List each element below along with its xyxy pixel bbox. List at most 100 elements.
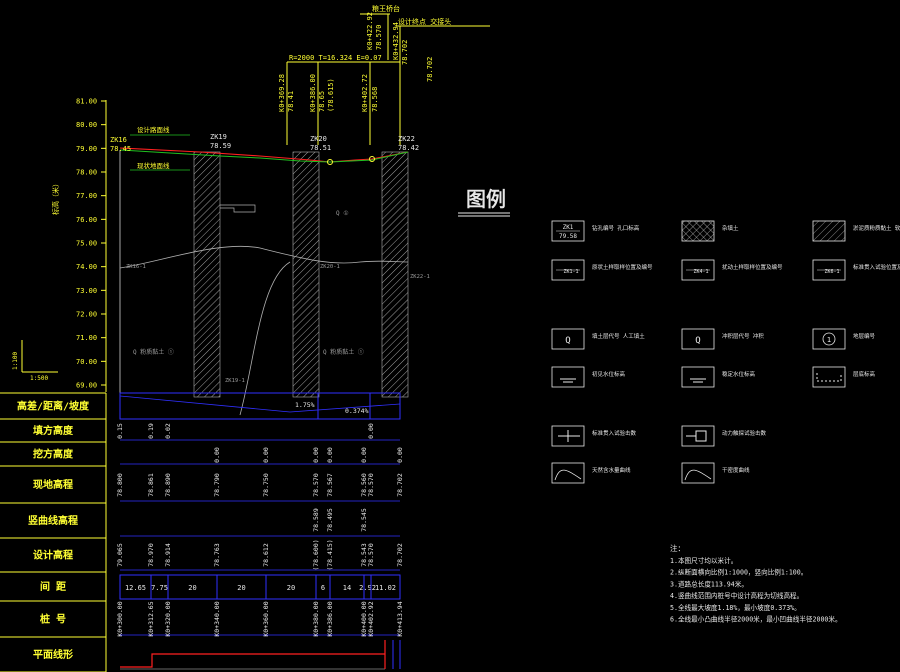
table-row-label: 桩 号	[40, 613, 66, 626]
spacing-value: 6	[321, 584, 325, 592]
spacing-value: 20	[188, 584, 196, 592]
elev-tick-label: 74.00	[76, 263, 97, 271]
design-elev-value: 78.763	[213, 543, 221, 567]
existing-elev-value: 78.570	[367, 473, 375, 497]
svg-text:ZK19-1: ZK19-1	[225, 378, 245, 384]
elev-tick-label: 77.00	[76, 192, 97, 200]
station-value: K0+320.00	[164, 601, 172, 636]
top-elev-2: 78.65	[318, 91, 326, 112]
borehole-column-zk19	[193, 151, 221, 398]
borehole-zk20-id: ZK20	[310, 135, 327, 143]
legend-item: 动力触探试验击数	[681, 425, 767, 447]
curve-point-1	[327, 159, 333, 165]
legend-label: 冲积层代号 冲积	[722, 332, 764, 340]
existing-elev-value: 78.560	[360, 473, 368, 497]
note-line: 3.道路总长度113.94米。	[670, 579, 748, 588]
design-line-label: 设计路面线	[137, 125, 170, 134]
y-axis-label: 标高（米）	[51, 180, 60, 215]
station-value: K0+386.00	[326, 601, 334, 636]
legend-symbol	[681, 259, 715, 281]
design-elev-value: 78.612	[262, 543, 270, 567]
existing-elev-value: 78.570	[312, 473, 320, 497]
station-value: K0+400.00	[360, 601, 368, 636]
elev-tick-label: 78.00	[76, 169, 97, 177]
station-4: K0+422.92	[366, 12, 374, 50]
cut-height-value: 0.00	[213, 447, 221, 463]
table-row-label: 间 距	[40, 580, 66, 593]
elev-tick-label: 81.00	[76, 98, 97, 106]
top-annotations: 粮王桥台 设计终点 交接头 R=2000 T=16.324 E=0.07 K0+…	[278, 4, 490, 145]
spacing-value: 20	[287, 584, 295, 592]
curve-params: R=2000 T=16.324 E=0.07	[289, 54, 382, 62]
fill-height-value: 0.00	[367, 423, 375, 439]
legend-label: 层底标高	[853, 370, 876, 378]
elev-tick-label: 79.00	[76, 145, 97, 153]
legend-item: 稳定水位标高	[681, 366, 756, 388]
spacing-value: 7.75	[151, 584, 168, 592]
legend-label: 天然含水量曲线	[592, 466, 631, 474]
top-elev-6: 78.702	[401, 40, 409, 65]
legend-label: 初见水位标高	[592, 370, 626, 378]
svg-text:ZK20-1: ZK20-1	[320, 264, 340, 270]
legend-item: 标准贯入试验击数	[551, 425, 637, 447]
station-value: K0+402.92	[367, 601, 375, 636]
existing-elev-value: 78.800	[116, 473, 124, 497]
svg-text:Q 粉质黏土 ①: Q 粉质黏土 ①	[133, 348, 174, 356]
station-value: K0+300.00	[116, 601, 124, 636]
legend-symbol	[681, 220, 715, 242]
elev-tick-label: 71.00	[76, 334, 97, 342]
curve-point-2	[369, 156, 375, 162]
vertical-curve-elev-value: 78.589	[312, 508, 320, 532]
legend-symbol	[681, 366, 715, 388]
notes: 注： 1.本图尺寸均以米计。2.纵断面横向比例1:1000，竖向比例1:100。…	[670, 543, 842, 624]
station-value: K0+340.00	[213, 601, 221, 636]
svg-text:79.58: 79.58	[559, 233, 577, 240]
legend-symbol	[551, 425, 585, 447]
svg-text:ZK4-1: ZK4-1	[693, 269, 708, 275]
table-row-label: 现地高程	[33, 478, 73, 491]
fill-height-value: 0.15	[116, 423, 124, 439]
grade-left: 1.75%	[295, 401, 315, 409]
borehole-zk16-id: ZK16	[110, 136, 127, 144]
legend-label: 标准贯入试验位置及编号	[853, 263, 900, 271]
elev-tick-label: 73.00	[76, 287, 97, 295]
legend-symbol	[551, 259, 585, 281]
table-row-label: 高差/距离/坡度	[17, 400, 90, 413]
vertical-curve-elev-value: 78.545	[360, 508, 368, 532]
grade-right: 0.374%	[345, 407, 369, 415]
scale-horizontal: 1:500	[30, 375, 48, 382]
legend-symbol	[551, 366, 585, 388]
plane-alignment-line	[120, 653, 385, 668]
borehole-zk20-elev: 78.51	[310, 144, 331, 152]
svg-text:ZK1-1: ZK1-1	[563, 269, 578, 275]
table-row-label: 填方高度	[33, 424, 74, 437]
design-elev-value: 78.914	[164, 543, 172, 567]
borehole-zk16-elev: 78.45	[110, 145, 131, 153]
curve-box: 1.75% 0.374%	[119, 392, 401, 420]
legend-symbol	[812, 259, 846, 281]
design-elev-value: 78.570	[367, 543, 375, 567]
svg-text:ZK22-1: ZK22-1	[410, 274, 430, 280]
legend-label: 杂填土	[722, 224, 739, 232]
design-elev-value: 78.970	[147, 543, 155, 567]
design-start-label: 设计终点 交接头	[398, 17, 451, 26]
legend-item: 初见水位标高	[551, 366, 626, 388]
legend-item: 杂填土	[681, 220, 739, 242]
existing-elev-value: 78.702	[396, 473, 404, 497]
scale-indicator: 1:100 1:500	[12, 340, 58, 382]
legend-symbol	[681, 462, 715, 484]
top-elev-4: 78.568	[371, 87, 379, 112]
existing-elev-value: 78.861	[147, 473, 155, 497]
borehole-zk19-id: ZK19	[210, 133, 227, 141]
cut-height-value: 0.00	[326, 447, 334, 463]
station-value: K0+312.65	[147, 601, 155, 636]
elev-tick-label: 72.00	[76, 311, 97, 319]
top-elev-5: 78.570	[375, 25, 383, 50]
elevation-axis: 标高（米） 81.0080.0079.0078.0077.0076.0075.0…	[51, 98, 107, 392]
existing-elev-value: 78.750	[262, 473, 270, 497]
note-line: 5.全线最大坡度1.18%，最小坡度0.373%。	[670, 603, 801, 612]
